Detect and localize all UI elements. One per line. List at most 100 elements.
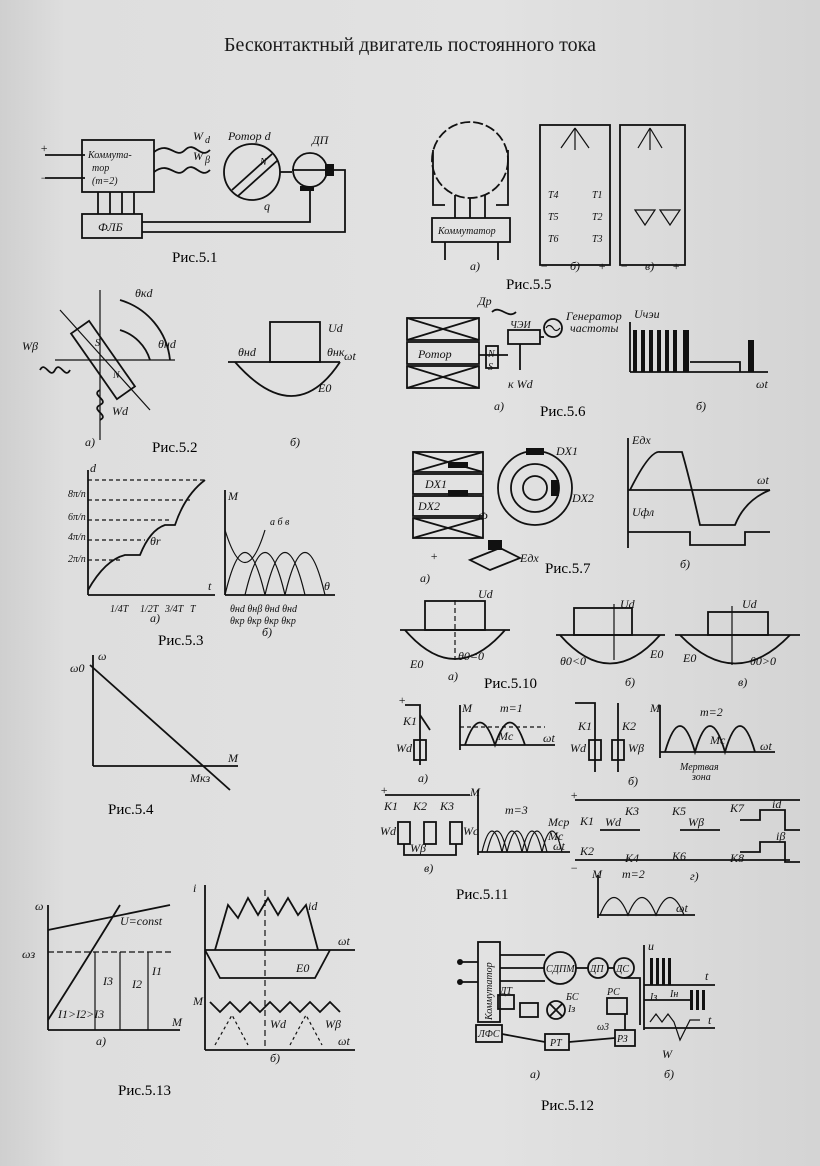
svg-text:β: β: [204, 155, 210, 166]
svg-text:Eдх: Eдх: [631, 433, 651, 447]
svg-text:I3: I3: [102, 974, 113, 988]
svg-text:Wd: Wd: [570, 741, 587, 755]
svg-text:Wc: Wc: [463, 824, 479, 838]
svg-text:Eдх: Eдх: [519, 551, 539, 565]
svg-text:ω3: ω3: [597, 1022, 609, 1033]
svg-text:Мертвая: Мертвая: [679, 762, 719, 773]
svg-text:ДП: ДП: [589, 964, 604, 975]
svg-text:3/4T: 3/4T: [164, 604, 185, 615]
svg-text:M: M: [461, 701, 473, 715]
svg-text:Т1: Т1: [592, 190, 603, 201]
svg-text:q: q: [264, 199, 270, 213]
svg-text:Iз: Iз: [649, 992, 657, 1003]
svg-text:DX1: DX1: [424, 477, 447, 491]
fig-5-2: S N θкd θнd Wβ Wd а) θнd θнк Ud ωt E0 б): [22, 286, 356, 449]
caption-fig-5-10: Рис.5.10: [484, 676, 537, 692]
svg-text:K2: K2: [621, 719, 636, 733]
pulse-train-2: [650, 958, 705, 1010]
svg-text:ωt: ωt: [756, 377, 768, 391]
svg-text:Wβ: Wβ: [628, 741, 644, 755]
fig-5-5: Коммутатор а) Т4 Т1 Т5 Т2 Т6 Т3 − б) + −…: [431, 121, 686, 273]
svg-text:+: +: [672, 259, 680, 273]
svg-text:б): б): [680, 557, 690, 571]
svg-text:Wβ: Wβ: [325, 1017, 341, 1031]
svg-text:Коммута-: Коммута-: [87, 150, 132, 161]
svg-text:ЧЭИ: ЧЭИ: [510, 320, 531, 331]
svg-text:θнd θнβ θнd θнd: θнd θнβ θнd θнd: [230, 604, 298, 615]
svg-text:к Wd: к Wd: [508, 377, 534, 391]
fig-5-13: ω M ωз U=const I1 I2 I3 I1>I2>I3 а) i ωt…: [22, 881, 355, 1065]
svg-text:Др: Др: [477, 294, 492, 308]
svg-text:ФЛБ: ФЛБ: [98, 220, 123, 234]
svg-text:СДПМ: СДПМ: [546, 964, 575, 975]
svg-text:ω: ω: [98, 649, 106, 663]
svg-text:а): а): [418, 771, 428, 785]
svg-text:а): а): [96, 1034, 106, 1048]
svg-text:б): б): [625, 675, 635, 689]
svg-text:зона: зона: [691, 772, 711, 783]
svg-text:ωt: ωt: [338, 934, 350, 948]
svg-text:ωt: ωt: [553, 839, 565, 853]
svg-text:Iн: Iн: [669, 989, 678, 1000]
svg-text:S: S: [488, 362, 493, 373]
svg-text:DX2: DX2: [571, 491, 594, 505]
svg-text:M: M: [469, 785, 481, 799]
svg-text:а): а): [420, 571, 430, 585]
svg-text:б): б): [262, 625, 272, 639]
svg-text:Ф: Ф: [478, 509, 488, 523]
svg-text:θкр θкр θкр θкр: θкр θкр θкр θкр: [230, 616, 296, 627]
svg-text:I2: I2: [131, 977, 142, 991]
svg-text:E0: E0: [295, 961, 309, 975]
svg-text:E0: E0: [317, 381, 331, 395]
svg-text:Т6: Т6: [548, 234, 559, 245]
svg-text:4π/n: 4π/n: [68, 532, 86, 543]
svg-text:m=1: m=1: [500, 701, 523, 715]
fig-5-10: Ud E0 θ0=0 а) Ud E0 θ0<0 б) Ud E0 θ0>0 в…: [400, 587, 800, 689]
caption-fig-5-13: Рис.5.13: [118, 1083, 171, 1099]
svg-text:а): а): [448, 669, 458, 683]
svg-text:K6: K6: [671, 849, 686, 863]
svg-text:Генератор: Генератор: [565, 309, 622, 323]
svg-text:θнd: θнd: [158, 337, 177, 351]
svg-text:T: T: [190, 604, 197, 615]
svg-text:1/4T: 1/4T: [110, 604, 130, 615]
svg-text:+: +: [598, 259, 606, 273]
svg-text:РТ: РТ: [549, 1038, 563, 1049]
svg-text:Ротор: Ротор: [417, 347, 452, 361]
svg-text:E0: E0: [682, 651, 696, 665]
fig-5-11: + K1 Wd а) M m=1 ωt Mc K1 K2 Wd Wβ б): [380, 693, 800, 918]
svg-text:Wd: Wd: [380, 824, 397, 838]
svg-text:г): г): [690, 869, 699, 883]
svg-text:Ротор d: Ротор d: [227, 129, 272, 143]
svg-text:id: id: [772, 797, 782, 811]
svg-text:−: −: [540, 259, 548, 273]
svg-text:6π/n: 6π/n: [68, 512, 86, 523]
svg-text:K7: K7: [729, 801, 745, 815]
svg-text:M: M: [171, 1015, 183, 1029]
svg-text:m=3: m=3: [505, 803, 528, 817]
svg-text:id: id: [308, 899, 318, 913]
svg-text:ωз: ωз: [22, 947, 35, 961]
svg-text:Mср: Mср: [547, 815, 569, 829]
svg-text:ωt: ωt: [760, 739, 772, 753]
svg-text:Wd: Wd: [270, 1017, 287, 1031]
svg-text:Т3: Т3: [592, 234, 603, 245]
svg-text:N: N: [259, 157, 268, 168]
svg-text:M: M: [227, 751, 239, 765]
svg-text:W: W: [193, 129, 204, 143]
svg-text:u: u: [648, 939, 654, 953]
svg-text:б): б): [290, 435, 300, 449]
svg-text:θ0=0: θ0=0: [458, 649, 484, 663]
svg-text:б): б): [696, 399, 706, 413]
svg-text:M: M: [227, 489, 239, 503]
svg-text:Мкз: Мкз: [189, 771, 210, 785]
svg-text:Wβ: Wβ: [410, 841, 426, 855]
svg-text:Wd: Wd: [396, 741, 413, 755]
svg-text:K3: K3: [624, 804, 639, 818]
svg-text:ДП: ДП: [311, 133, 330, 147]
svg-text:б): б): [570, 259, 580, 273]
svg-text:DX2: DX2: [417, 499, 440, 513]
svg-text:Wd: Wd: [605, 815, 622, 829]
svg-text:Mc: Mc: [709, 733, 726, 747]
